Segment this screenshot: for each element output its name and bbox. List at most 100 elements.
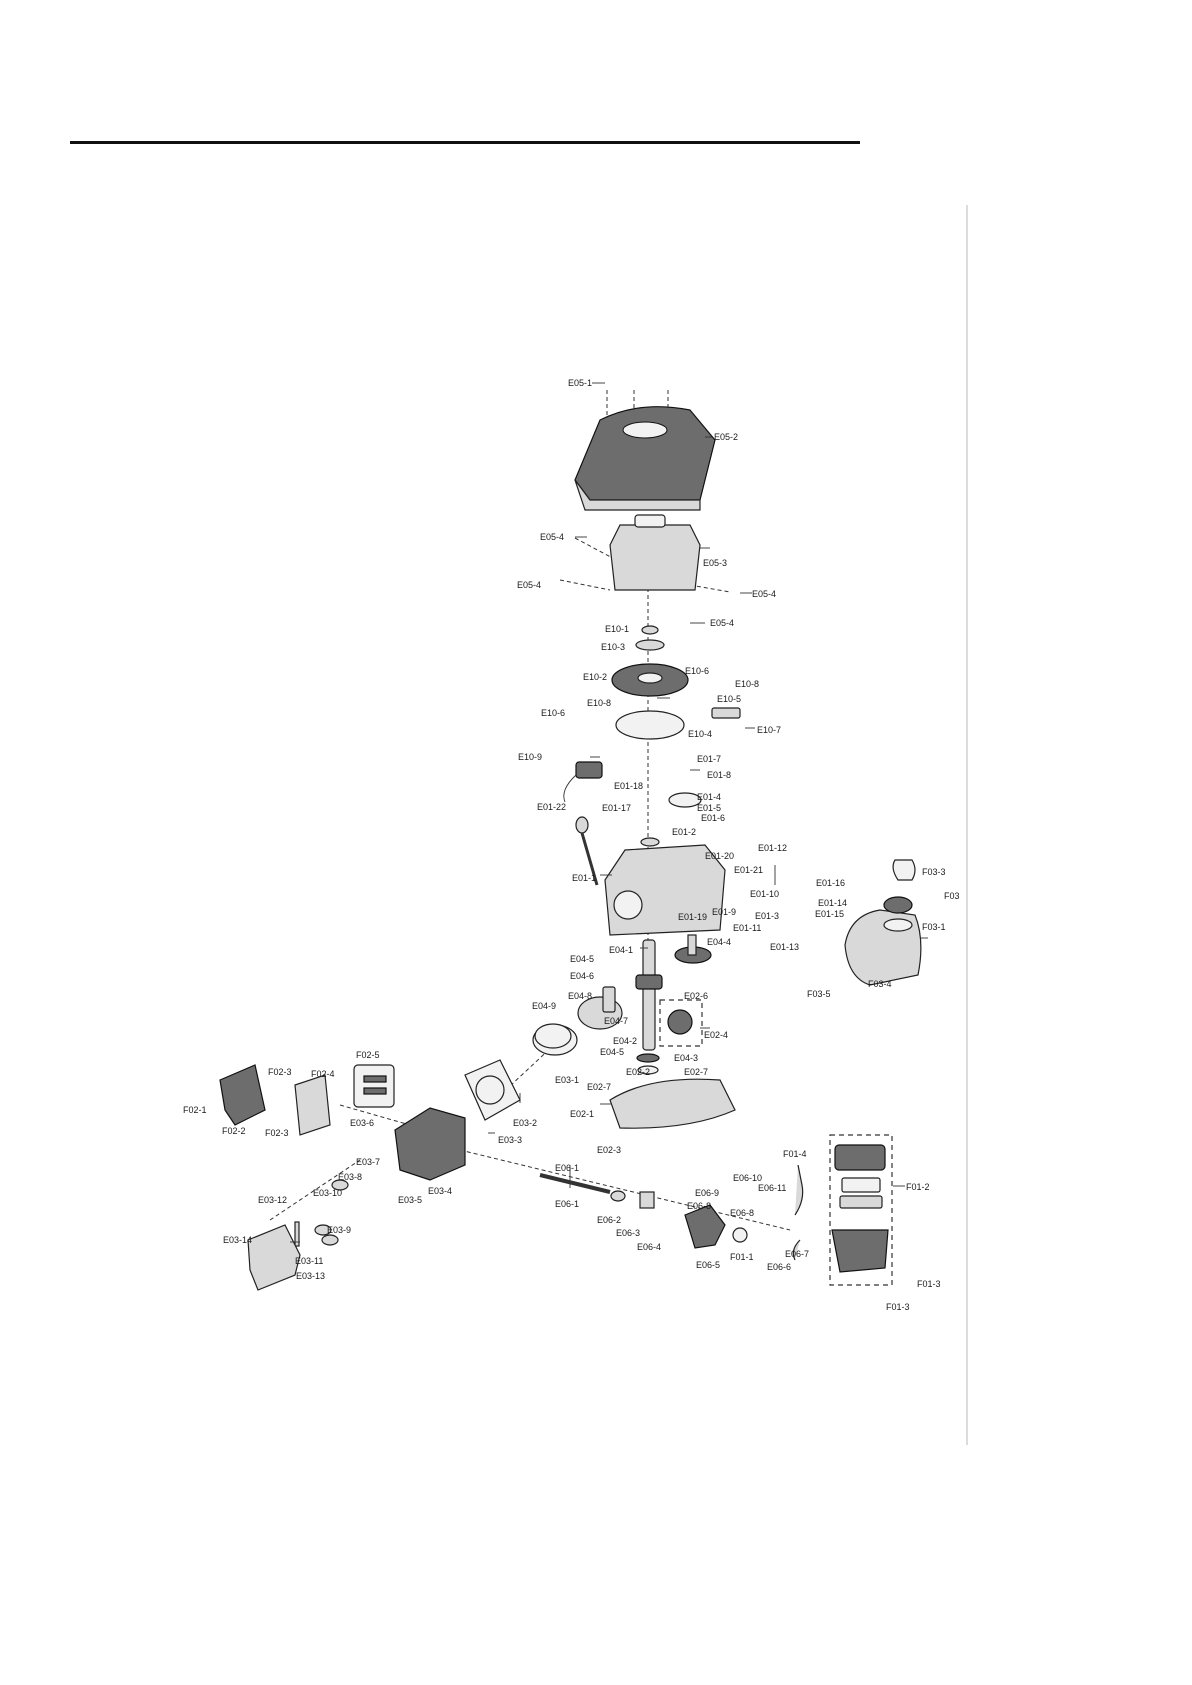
label-e05-4: E05-4 [517,580,541,590]
label-f03-2: F03 [944,891,960,901]
label-e05-2: E05-2 [714,432,738,442]
label-e06-5: E06-5 [696,1260,720,1270]
label-e01-4: E01-4 [697,792,721,802]
label-e02-7: E02-7 [684,1067,708,1077]
cylinder-head-and-gasket [394,1059,521,1181]
head-cover [247,1224,301,1291]
label-f01-3: F01-3 [886,1302,910,1312]
label-e03-11: E03-11 [295,1256,323,1266]
label-e03-8: E03-8 [338,1172,362,1182]
crankshaft-and-camshaft [635,934,712,1051]
engine-shroud [574,406,716,511]
oil-sump [609,1053,736,1129]
header-rule [70,141,860,144]
valve-parts [294,1179,349,1247]
label-e10-7: E10-7 [757,725,781,735]
label-e01-21: E01-21 [734,865,763,875]
label-e05-4: E05-4 [710,618,734,628]
label-e01-11: E01-11 [733,923,761,933]
label-e10-8: E10-8 [735,679,759,689]
label-e03-13: E03-13 [296,1271,325,1281]
label-f02-4: F02-4 [311,1069,335,1079]
label-e02-1: E02-1 [570,1109,594,1119]
label-f03-3: F03-3 [922,867,946,877]
label-e10-9: E10-9 [518,752,542,762]
label-f02-1: F02-1 [183,1105,207,1115]
label-e04-1: E04-1 [609,945,633,955]
label-e03-14: E03-14 [223,1235,252,1245]
label-e10-3: E10-3 [601,642,625,652]
label-e01-22: E01-22 [537,802,566,812]
label-e03-5: E03-5 [398,1195,422,1205]
label-f01-2: F01-2 [906,1182,930,1192]
label-e06-9: E06-9 [695,1188,719,1198]
label-e10-5: E10-5 [717,694,741,704]
label-e02-3: E02-3 [597,1145,621,1155]
label-e05-3: E05-3 [703,558,727,568]
label-e03-9: E03-9 [327,1225,351,1235]
label-e04-2: E04-2 [613,1036,637,1046]
oil-dipstick [575,816,599,886]
right-margin-rule [966,205,968,1445]
label-f01-4: F01-4 [783,1149,807,1159]
label-f02-5: F02-5 [356,1050,380,1060]
label-f02-3: F02-3 [265,1128,289,1138]
label-e04-7: E04-7 [604,1016,628,1026]
label-e06-11: E06-11 [758,1183,786,1193]
label-e01-10: E01-10 [750,889,779,899]
label-e03-10: E03-10 [313,1188,342,1198]
label-e01-2: E01-2 [672,827,696,837]
fuel-tank [844,859,922,986]
label-e01-1: E01-1 [572,873,596,883]
label-e03-7: E03-7 [356,1157,380,1167]
label-e06-6: E06-6 [767,1262,791,1272]
air-filter-assembly [829,1134,893,1286]
crankcase [604,792,726,936]
label-e04-6: E04-6 [570,971,594,981]
label-e01-13: E01-13 [770,942,799,952]
label-e01-20: E01-20 [705,851,734,861]
label-e01-17: E01-17 [602,803,631,813]
label-e06-2: E06-2 [597,1215,621,1225]
label-e06-1: E06-1 [555,1199,579,1209]
label-e03-1: E03-1 [555,1075,579,1085]
label-e10-2: E10-2 [583,672,607,682]
label-f03-1: F03-1 [922,922,946,932]
label-e05-4: E05-4 [540,532,564,542]
callout-leaders [290,382,928,1243]
label-f01-1: F01-1 [730,1252,754,1262]
label-e06-8: E06-8 [730,1208,754,1218]
label-e01-8: E01-8 [707,770,731,780]
label-e01-15: E01-15 [815,909,844,919]
ignition-coil [563,707,741,803]
label-e06-10: E06-10 [733,1173,762,1183]
label-e04-4: E04-4 [707,937,731,947]
label-f02-3: F02-3 [268,1067,292,1077]
flywheel [611,625,689,740]
part-labels: E05-1 E05-2 E05-4 E05-3 E05-4 E05-4 E05-… [183,378,960,1312]
label-e01-3: E01-3 [755,911,779,921]
label-e01-6: E01-6 [701,813,725,823]
piston-and-rings [532,986,623,1056]
label-e04-9: E04-9 [532,1001,556,1011]
label-e06-4: E06-4 [637,1242,661,1252]
label-e01-5: E01-5 [697,803,721,813]
label-e01-7: E01-7 [697,754,721,764]
label-e01-16: E01-16 [816,878,845,888]
label-e02-2: E02-2 [626,1067,650,1077]
label-e01-19: E01-19 [678,912,707,922]
label-e05-4: E05-4 [752,589,776,599]
label-e01-9: E01-9 [712,907,736,917]
label-e10-6: E10-6 [685,666,709,676]
blower-housing [609,514,701,591]
label-f01-3: F01-3 [917,1279,941,1289]
label-f02-2: F02-2 [222,1126,246,1136]
label-e05-1: E05-1 [568,378,592,388]
label-e10-4: E10-4 [688,729,712,739]
label-e02-4: E02-4 [704,1030,728,1040]
muffler-pipe-and-carburetor [539,1164,804,1261]
label-e01-14: E01-14 [818,898,847,908]
label-e03-2: E03-2 [513,1118,537,1128]
label-e02-7: E02-7 [587,1082,611,1092]
